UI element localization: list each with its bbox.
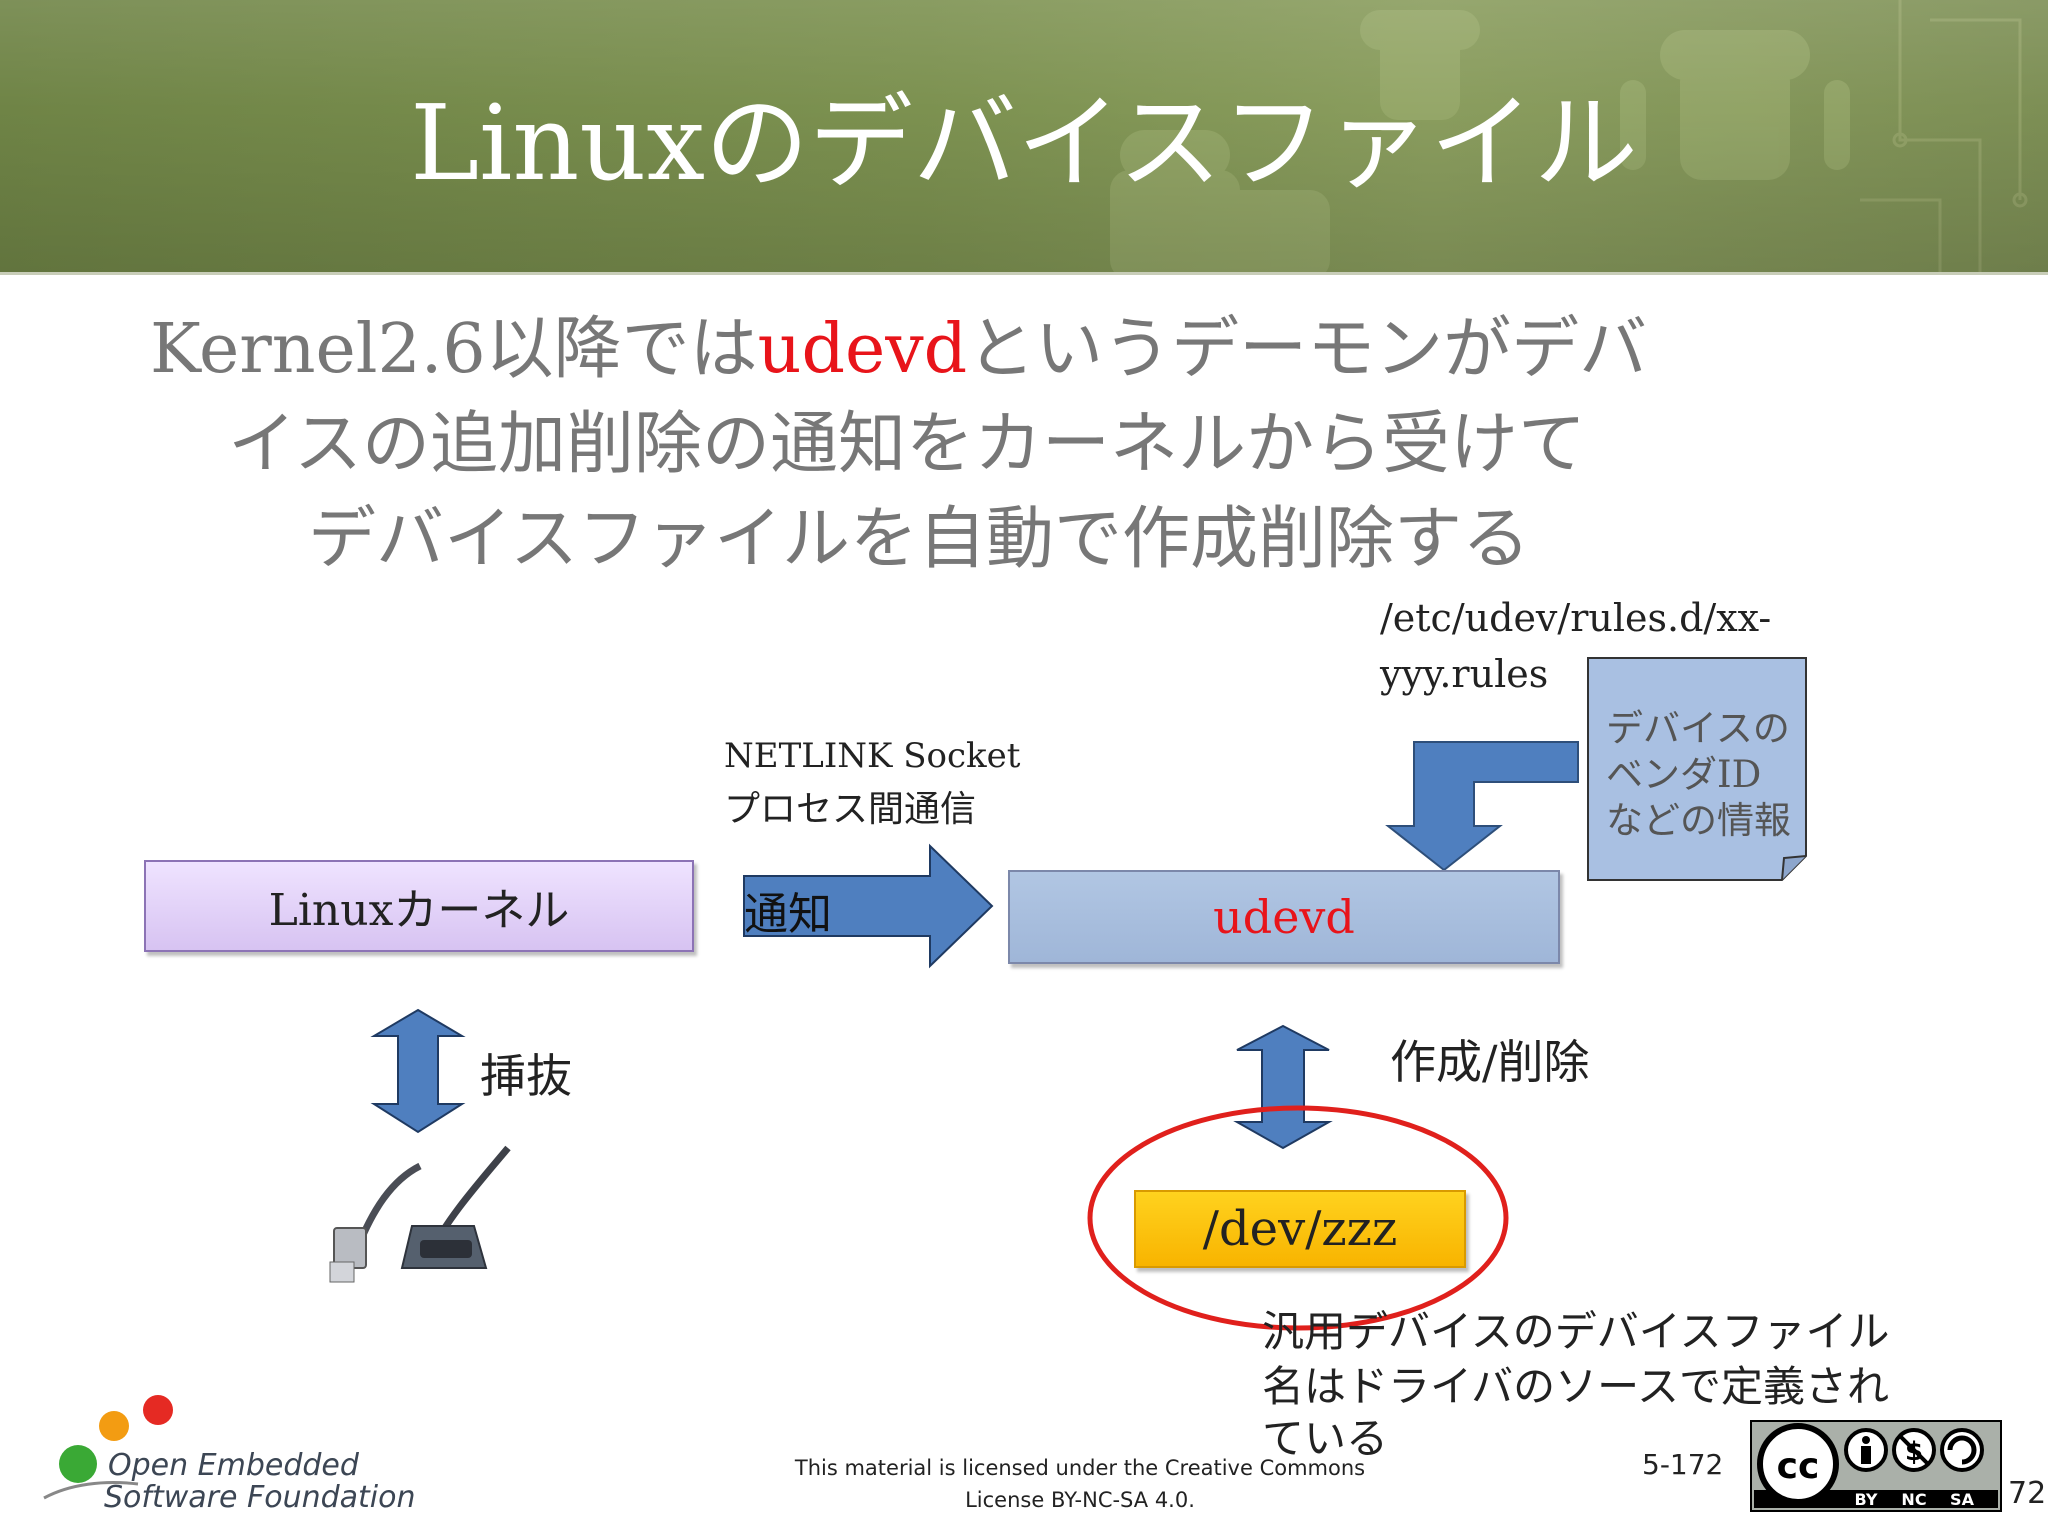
license-line-1: This material is licensed under the Crea… bbox=[794, 1456, 1366, 1480]
dev-file-box: /dev/zzz bbox=[1134, 1190, 1466, 1268]
create-delete-double-arrow bbox=[1233, 1024, 1333, 1150]
ipc-label: プロセス間通信 bbox=[724, 789, 977, 830]
oesf-dots-logo-icon bbox=[43, 1395, 173, 1500]
insert-double-arrow bbox=[370, 1008, 466, 1134]
android-robot-icon bbox=[1110, 0, 2028, 272]
description-line-1: 汎用デバイスのデバイスファイル bbox=[1262, 1307, 1890, 1356]
rules-note-line-3: などの情報 bbox=[1606, 799, 1791, 842]
cc-sa-label: SA bbox=[1950, 1490, 1975, 1509]
notify-label: 通知 bbox=[744, 889, 832, 940]
description-line-2: 名はドライバのソースで定義され bbox=[1262, 1362, 1890, 1411]
rules-to-udevd-arrow bbox=[1385, 741, 1579, 872]
org-name-line-1: Open Embedded bbox=[108, 1448, 359, 1483]
insert-remove-label: 挿抜 bbox=[480, 1049, 572, 1103]
rules-path-line-2: yyy.rules bbox=[1380, 652, 1549, 696]
bullet-line-2: イスの追加削除の通知をカーネルから受けて bbox=[228, 405, 1586, 484]
creative-commons-by-nc-sa-icon: cc $ BY NC SA bbox=[1750, 1420, 2002, 1512]
rules-note-line-2: ベンダID bbox=[1606, 753, 1762, 796]
slide-header: Linuxのデバイスファイル bbox=[0, 0, 2048, 272]
bullet-line-1: Kernel2.6以降ではudevdというデーモンがデバ bbox=[150, 305, 1647, 395]
create-delete-label: 作成/削除 bbox=[1390, 1035, 1590, 1089]
notify-arrow bbox=[743, 843, 994, 969]
license-line-2: License BY-NC-SA 4.0. bbox=[965, 1488, 1195, 1512]
bullet-suffix: というデーモンがデバ bbox=[967, 310, 1648, 389]
bullet-prefix: Kernel2.6以降では bbox=[150, 310, 758, 389]
usb-serial-cable-icon bbox=[329, 1145, 511, 1283]
cc-by-label: BY bbox=[1855, 1490, 1878, 1509]
rules-document-icon bbox=[1587, 657, 1807, 881]
org-name-line-2: Software Foundation bbox=[104, 1480, 416, 1515]
header-shade bbox=[0, 0, 2048, 272]
page-number: 5-172 bbox=[1642, 1448, 1724, 1481]
description-line-3: ている bbox=[1262, 1414, 1389, 1463]
cc-mark-text: cc bbox=[1777, 1446, 1820, 1487]
dev-highlight-circle bbox=[1087, 1105, 1509, 1331]
bullet-highlight-udevd: udevd bbox=[757, 310, 968, 389]
slide-title: Linuxのデバイスファイル bbox=[410, 82, 1638, 204]
bullet-line-3: デバイスファイルを自動で作成削除する bbox=[308, 500, 1530, 579]
linux-kernel-box: Linuxカーネル bbox=[144, 860, 694, 952]
udevd-box: udevd bbox=[1008, 870, 1560, 964]
netlink-label: NETLINK Socket bbox=[724, 736, 1021, 776]
cc-nc-label: NC bbox=[1901, 1490, 1926, 1509]
rules-path-line-1: /etc/udev/rules.d/xx- bbox=[1380, 596, 1772, 640]
header-divider bbox=[0, 272, 2048, 275]
rules-note-line-1: デバイスの bbox=[1606, 707, 1790, 750]
page-number-tail: 72 bbox=[2008, 1476, 2047, 1511]
